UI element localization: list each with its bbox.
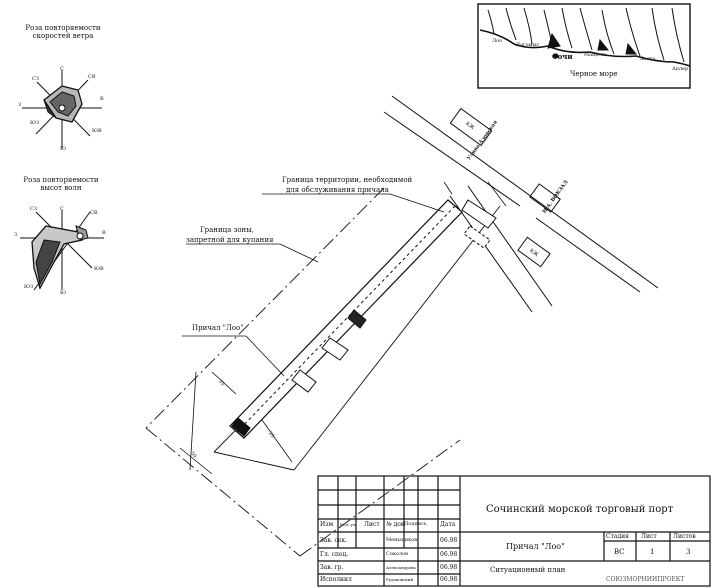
map-place-sochi: Сочи: [552, 52, 573, 61]
row1-role: Зав. сек.: [320, 537, 348, 544]
wave-dir-e: В: [102, 230, 106, 236]
wind-rose: [22, 70, 102, 148]
dimension-lines: [179, 181, 507, 475]
row1-date: 06.98: [440, 537, 458, 544]
wind-dir-e: В: [100, 96, 104, 102]
pier-label: Причал "Лоо": [192, 324, 244, 332]
swim-zone-label-line2: запретной для купания: [186, 236, 274, 244]
wind-dir-n: С: [60, 66, 64, 72]
map-place-matsesta: Мацеста: [584, 52, 607, 58]
building-kzh-bottom: [517, 236, 551, 268]
wave-dir-se: ЮВ: [94, 266, 104, 272]
row4-date: 06.98: [440, 576, 458, 583]
swim-zone-label-line1: Граница зоны,: [200, 226, 255, 234]
leader-lines: [182, 193, 445, 377]
building-kzh-top: [449, 107, 493, 147]
wave-dir-s: Ю: [60, 290, 66, 296]
wave-rose-title-line1: Роза повторяемости: [23, 176, 99, 184]
map-place-adler: Адлер: [672, 66, 689, 72]
map-place-khosta: Хоста: [640, 56, 656, 62]
row3-role: Зав. гр.: [320, 564, 344, 571]
wave-dir-ne: СВ: [90, 210, 98, 216]
wind-dir-nw: СЗ: [32, 76, 39, 82]
row2-date: 06.98: [440, 551, 458, 558]
wave-rose: [20, 210, 104, 291]
territory-boundary: [213, 205, 501, 471]
wind-dir-sw: ЮЗ: [30, 120, 40, 126]
map-place-loo: Лоо: [492, 38, 503, 44]
stage-header: Стадия: [606, 533, 629, 540]
stage-value: ВС: [614, 548, 625, 556]
header-kol: Кол. уч: [340, 522, 356, 527]
wave-dir-nw: СЗ: [30, 206, 37, 212]
row2-role: Гл. спец.: [320, 551, 349, 558]
header-izm: Изм: [320, 521, 334, 528]
row4-name: Рудаковский: [386, 577, 414, 582]
wave-dir-w: З: [14, 232, 18, 238]
header-date: Дата: [440, 521, 456, 528]
building-station: [529, 183, 561, 213]
sheet-value: 1: [650, 548, 655, 556]
wind-dir-se: ЮВ: [92, 128, 102, 134]
sheet-header: Лист: [641, 533, 657, 540]
territory-boundary-label-line1: Граница территории, необходимой: [282, 176, 413, 184]
wind-rose-title-line2: скоростей ветра: [32, 32, 94, 40]
wind-rose-title: Роза повторяемости скоростей ветра: [8, 24, 118, 40]
title-sheet: Ситуационный план: [490, 566, 566, 574]
sheets-value: 3: [686, 548, 691, 556]
title-org: Сочинский морской торговый порт: [486, 504, 674, 515]
wave-dir-sw: ЮЗ: [24, 284, 34, 290]
wind-dir-w: З: [18, 102, 22, 108]
row3-date: 06.98: [440, 564, 458, 571]
pier: [229, 199, 497, 439]
sheets-header: Листов: [673, 533, 696, 540]
map-sea-label: Черное море: [570, 70, 618, 78]
row1-name: Меньшиков: [386, 537, 418, 543]
wave-rose-title: Роза повторяемости высот волн: [6, 176, 116, 192]
territory-boundary-label-line2: для обслуживания причала: [286, 186, 389, 194]
wave-rose-title-line2: высот волн: [40, 184, 82, 192]
title-object: Причал "Лоо": [506, 542, 565, 551]
header-doc: № док: [386, 521, 405, 528]
row3-name: Александрова: [386, 565, 416, 570]
location-map: [477, 3, 691, 89]
swim-zone-boundary: [145, 187, 461, 557]
row4-role: Исполнил: [320, 576, 352, 583]
header-list: Лист: [364, 521, 380, 528]
map-place-dagomys: Дагомыс: [516, 42, 540, 48]
road: [383, 95, 659, 313]
title-cutoff: СОЮЗМОРНИИПРОЕКТ: [606, 576, 685, 583]
wind-rose-title-line1: Роза повторяемости: [25, 24, 101, 32]
wind-dir-ne: СВ: [88, 74, 96, 80]
wave-dir-n: С: [60, 206, 64, 212]
wind-dir-s: Ю: [60, 146, 66, 152]
row2-name: Соколов: [386, 551, 408, 557]
title-block: [317, 475, 711, 587]
header-sign: Подпись: [404, 521, 427, 527]
